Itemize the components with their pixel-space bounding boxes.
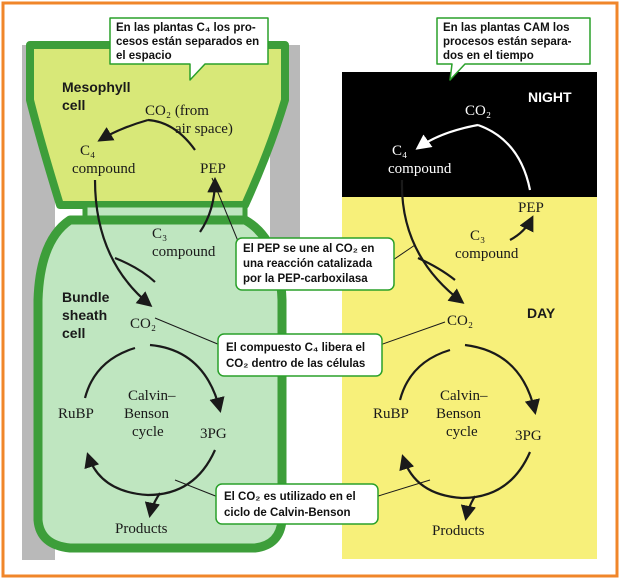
c4-compound-line1: C₄ <box>80 143 95 159</box>
arrow-co2-to-c4 <box>97 118 149 142</box>
cam-cycle-line2: Benson <box>436 406 482 422</box>
callout-use-line1: El CO₂ es utilizado en el <box>224 491 356 503</box>
cam-arrow-c4-to-co2 <box>400 179 465 304</box>
cam-cycle-arc-left <box>398 348 451 401</box>
callout-use-line2: ciclo de Calvin-Benson <box>224 507 351 519</box>
pointer-release-right <box>379 321 446 346</box>
c4-cycle-line2: Benson <box>124 406 170 422</box>
callout-pep: El PEP se une al CO₂ en una reacción cat… <box>211 177 416 291</box>
arrow-pep-join <box>147 118 196 151</box>
callout-pep-line2: una reacción catalizada <box>243 258 373 270</box>
cam-cycle-arc-right <box>464 343 540 416</box>
cam-arrow-co2-to-c4 <box>415 123 479 150</box>
pointer-pep-left <box>211 177 241 247</box>
pointer-use-left <box>174 479 219 498</box>
night-label: NIGHT <box>528 89 572 105</box>
callout-c4-line2: cesos están separados en <box>116 36 259 48</box>
callout-cam-line1: En las plantas CAM los <box>443 22 570 34</box>
callout-release: El compuesto C₄ libera el CO₂ dentro de … <box>154 317 446 377</box>
callout-c4-line3: el espacio <box>116 50 172 62</box>
callout-cam-line2: procesos están separa- <box>443 36 572 48</box>
mesophyll-cell <box>26 41 289 209</box>
arrow-c3-branch <box>114 256 156 283</box>
bundle-label-line1: Bundle <box>62 289 110 305</box>
c3-compound-line2: compound <box>152 244 216 260</box>
cam-co2-top: CO₂ <box>465 103 491 119</box>
cam-rubp-label: RuBP <box>373 406 409 422</box>
cam-arrow-c3-to-pep <box>509 215 534 241</box>
pointer-release-left <box>154 317 221 346</box>
cam-cycle-line1: Calvin– <box>440 388 488 404</box>
callout-pep-line1: El PEP se une al CO₂ en <box>243 243 374 255</box>
callout-pep-line3: por la PEP-carboxilasa <box>243 273 368 285</box>
bundle-label-line3: cell <box>62 325 85 341</box>
mesophyll-label-line2: cell <box>62 97 85 113</box>
cam-c3-line2: compound <box>455 246 519 262</box>
co2-from-air-line1: CO₂ (from <box>145 103 209 119</box>
night-zone <box>342 72 597 197</box>
pep-label: PEP <box>200 161 226 177</box>
bundle-label-line2: sheath <box>62 307 107 323</box>
c4-3pg-label: 3PG <box>200 426 227 442</box>
cam-arrow-to-products <box>460 495 476 522</box>
cam-co2-label: CO₂ <box>447 313 473 329</box>
cam-c3-line1: C₃ <box>470 228 485 244</box>
day-label: DAY <box>527 305 556 321</box>
cam-products-label: Products <box>432 523 485 539</box>
c4-cycle-arc-right <box>149 343 225 413</box>
c4-cycle-line3: cycle <box>132 424 164 440</box>
callout-c4: En las plantas C₄ los pro- cesos están s… <box>109 17 269 81</box>
c4-cycle-line1: Calvin– <box>128 388 176 404</box>
c4-panel: Mesophyll cell CO₂ (from air space) C₄ c… <box>22 41 300 560</box>
co2-from-air-line2: air space) <box>175 121 233 137</box>
callout-co2-use: El CO₂ es utilizado en el ciclo de Calvi… <box>174 479 431 525</box>
callout-cam: En las plantas CAM los procesos están se… <box>436 17 591 81</box>
cam-c4-line2: compound <box>388 161 452 177</box>
arrow-c4-to-products <box>144 492 161 519</box>
c4-cycle-arc-left <box>83 346 136 399</box>
cam-cycle-arc-bottom <box>399 451 532 500</box>
c3-compound-line1: C₃ <box>152 226 167 242</box>
pointer-use-right <box>374 479 431 498</box>
cam-arrow-pep-join <box>477 123 532 191</box>
cam-3pg-label: 3PG <box>515 428 542 444</box>
c4-cycle-arc-bottom <box>84 449 217 497</box>
cam-pep-label: PEP <box>518 200 544 216</box>
callout-cam-line3: dos en el tiempo <box>443 50 534 62</box>
c4-compound-line2: compound <box>72 161 136 177</box>
callout-c4-line1: En las plantas C₄ los pro- <box>116 22 256 34</box>
cam-c4-line1: C₄ <box>392 143 407 159</box>
cam-panel: NIGHT DAY CO₂ C₄ compound PEP C₃ compoun… <box>342 72 597 559</box>
c4-co2-label: CO₂ <box>130 316 156 332</box>
cam-cycle-line3: cycle <box>446 424 478 440</box>
cam-arrow-c3-branch <box>417 256 456 281</box>
c4-products-label: Products <box>115 521 168 537</box>
callout-release-line1: El compuesto C₄ libera el <box>226 342 365 354</box>
callout-release-line2: CO₂ dentro de las células <box>226 358 365 370</box>
mesophyll-label-line1: Mesophyll <box>62 79 130 95</box>
arrow-c4-to-co2 <box>93 179 153 307</box>
c4-rubp-label: RuBP <box>58 406 94 422</box>
